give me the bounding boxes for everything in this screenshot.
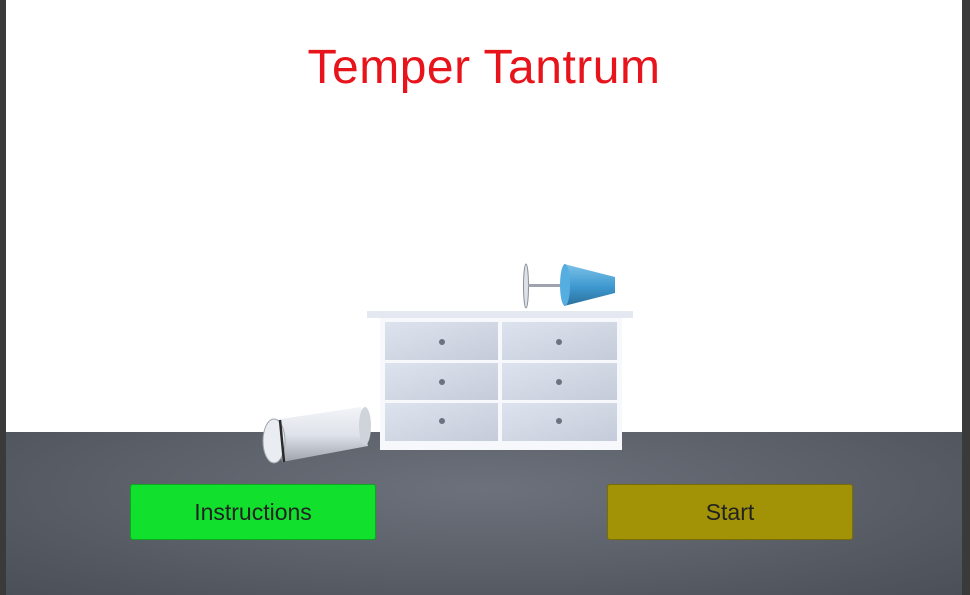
game-viewport: Temper Tantrum [6, 0, 962, 595]
scene-3d [262, 263, 633, 464]
cone-object [523, 263, 615, 309]
dresser [367, 311, 633, 450]
game-title: Temper Tantrum [307, 41, 661, 94]
fallen-cylinder [262, 407, 371, 464]
drawer-knobs [439, 339, 562, 424]
start-button[interactable]: Start [607, 484, 853, 540]
instructions-button[interactable]: Instructions [130, 484, 376, 540]
